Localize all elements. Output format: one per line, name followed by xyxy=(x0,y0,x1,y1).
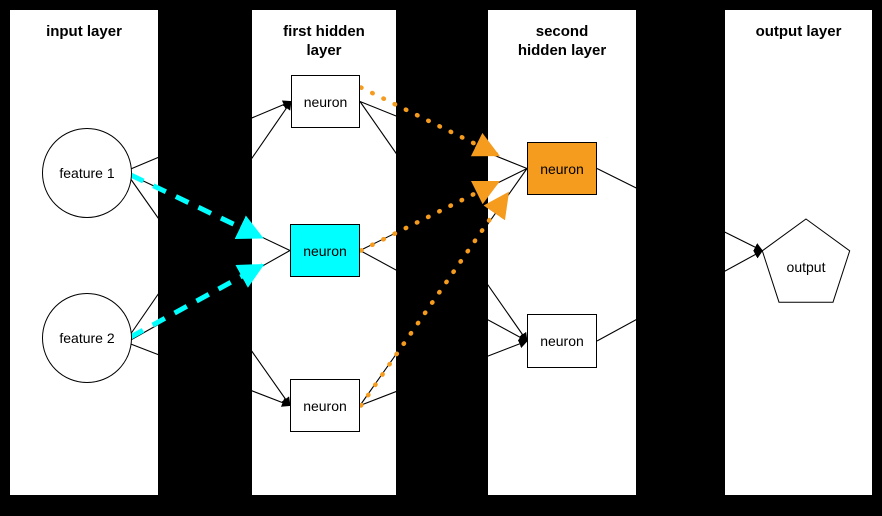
node-label-feature-2: feature 2 xyxy=(59,330,115,346)
node-label-h1-neuron-2: neuron xyxy=(303,242,347,259)
layer-panel-hidden-2: second hidden layer xyxy=(488,10,636,495)
node-label-output: output xyxy=(786,259,826,275)
node-h2-neuron-1-highlighted[interactable] xyxy=(527,142,597,195)
layer-title-hidden-2: second hidden layer xyxy=(517,23,607,59)
layer-title-output: output layer xyxy=(755,23,842,40)
node-label-feature-1: feature 1 xyxy=(59,165,115,181)
edges-solid-black xyxy=(130,100,764,407)
node-feature-1[interactable] xyxy=(42,128,132,218)
node-h2-neuron-2[interactable] xyxy=(527,314,597,368)
layer-title-input: input layer xyxy=(46,23,122,40)
node-feature-2[interactable] xyxy=(42,293,132,383)
node-label-h1-neuron-1: neuron xyxy=(303,93,348,110)
layer-title-hidden-1: first hidden layer xyxy=(283,23,365,59)
node-h1-neuron-1[interactable] xyxy=(291,75,360,128)
node-h1-neuron-3[interactable] xyxy=(290,379,360,432)
layer-panel-output: output layer xyxy=(725,10,872,495)
node-label-h1-neuron-3: neuron xyxy=(303,397,347,414)
node-h1-neuron-2-highlighted[interactable] xyxy=(290,224,360,277)
layer-panel-input: input layer xyxy=(10,10,158,495)
node-label-h2-neuron-2: neuron xyxy=(540,333,584,349)
node-label-h2-neuron-1: neuron xyxy=(540,160,584,177)
